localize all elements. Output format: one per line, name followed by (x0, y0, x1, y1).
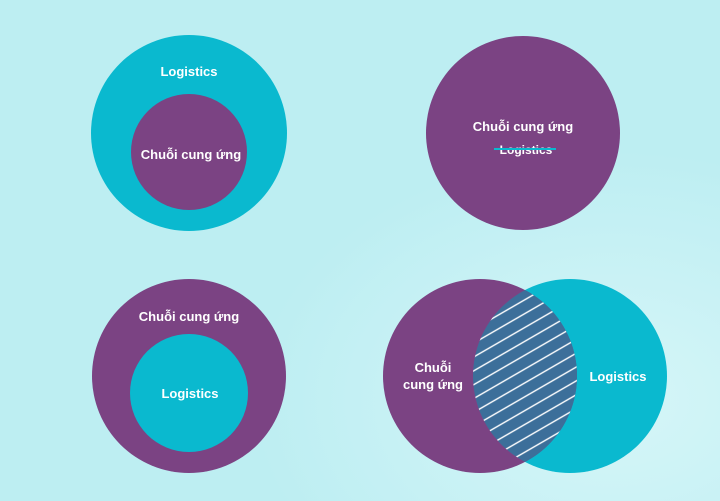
diagram-overlap: Chuỗi cung ứng Logistics (383, 279, 667, 473)
inner-label: Logistics (161, 386, 218, 401)
inner-circle-logistics (130, 334, 248, 452)
overlap-hatched-region (473, 279, 577, 473)
outer-label: Logistics (160, 64, 217, 79)
main-label: Chuỗi cung ứng (473, 119, 573, 134)
diagram-supply-chain-contains-logistics: Chuỗi cung ứng Logistics (92, 279, 286, 473)
single-circle-supply-chain (426, 36, 620, 230)
right-label: Logistics (589, 369, 646, 384)
left-label-line2: cung ứng (403, 377, 463, 392)
inner-label: Chuỗi cung ứng (141, 147, 241, 162)
inner-circle-supply-chain (131, 94, 247, 210)
outer-label: Chuỗi cung ứng (139, 309, 239, 324)
diagram-logistics-contains-supply-chain: Logistics Chuỗi cung ứng (91, 35, 287, 231)
diagram-supply-chain-only: Chuỗi cung ứng Logistics (426, 36, 620, 230)
left-label-line1: Chuỗi (415, 360, 452, 375)
